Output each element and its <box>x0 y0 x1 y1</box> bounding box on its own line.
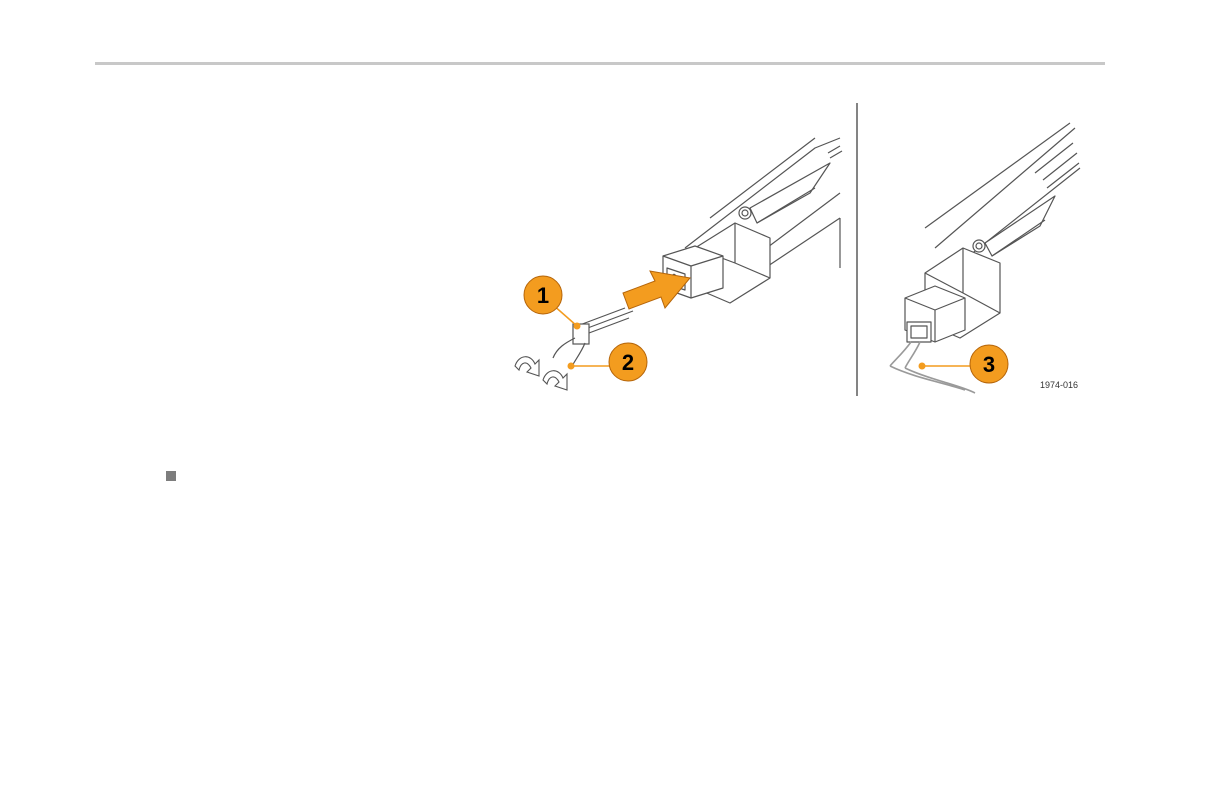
header-rule <box>95 62 1105 65</box>
figure-id: 1974-016 <box>1040 380 1078 390</box>
illustration-svg: 1 2 <box>495 98 1095 418</box>
installed-leads <box>890 342 975 393</box>
callout-1: 1 <box>524 276 581 330</box>
callout-1-label: 1 <box>537 283 549 308</box>
callout-3: 3 <box>919 345 1009 383</box>
rotate-arrows <box>515 357 567 390</box>
probe-tip-illustration: 1 2 <box>495 98 1095 418</box>
callout-3-label: 3 <box>983 352 995 377</box>
insert-arrow <box>623 271 690 309</box>
installed-probe-drawing <box>905 123 1080 342</box>
callout-2: 2 <box>568 343 648 381</box>
callout-2-label: 2 <box>622 350 634 375</box>
end-of-section-marker <box>166 471 176 481</box>
